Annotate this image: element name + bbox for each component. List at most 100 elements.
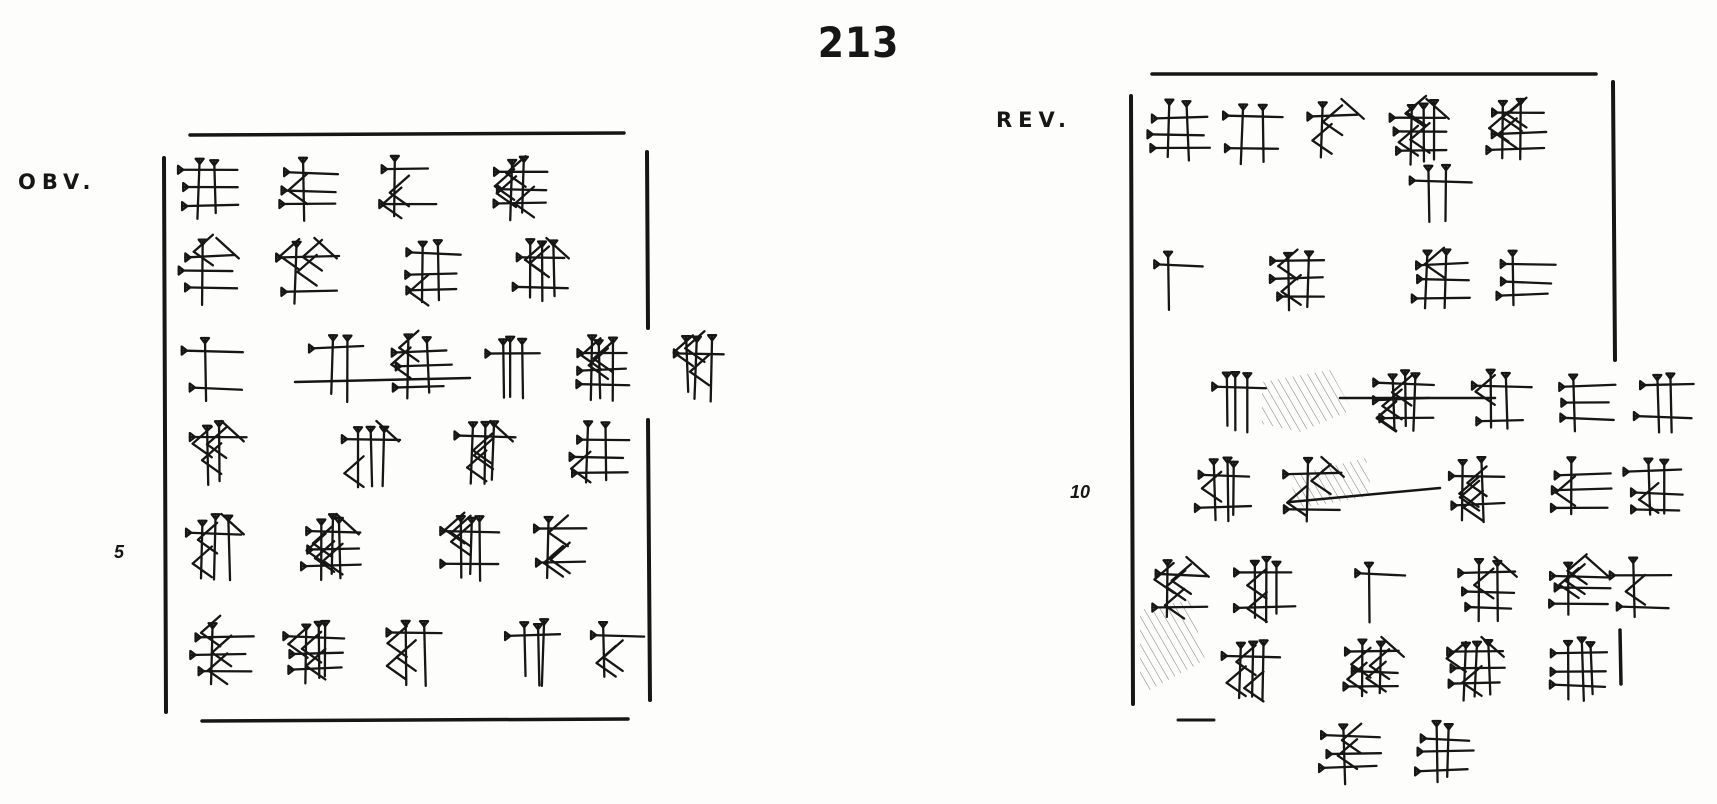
wedge-head	[1221, 371, 1232, 380]
wedge-stroke	[528, 245, 551, 265]
wedge-stroke	[1350, 646, 1372, 666]
wedge-stroke	[602, 639, 624, 659]
wedge-stroke	[343, 455, 365, 475]
wedge-stroke	[570, 471, 629, 475]
wedge-stroke	[1461, 681, 1483, 698]
wedge-stroke	[1277, 248, 1299, 268]
wedge-stroke	[1225, 681, 1247, 698]
wedge-stroke	[513, 185, 536, 205]
wedge-stroke	[394, 363, 453, 368]
wedge-stroke	[200, 238, 204, 307]
wedge-stroke	[293, 376, 472, 384]
wedge-head	[1221, 110, 1230, 121]
wedge-stroke	[1443, 248, 1448, 310]
wedge-stroke	[587, 364, 610, 381]
wedge-head	[1548, 679, 1557, 690]
wedge-head	[1338, 723, 1349, 731]
wedge-stroke	[1615, 605, 1670, 610]
wedge-stroke	[393, 154, 396, 218]
wedge-head	[467, 421, 479, 429]
wedge-head	[1258, 639, 1269, 647]
wedge-head	[1162, 250, 1174, 259]
wedge-head	[1164, 98, 1175, 107]
wedge-stroke	[287, 666, 343, 671]
wedge-stroke	[1166, 250, 1171, 311]
wedge-head	[1549, 666, 1558, 677]
wedge-stroke	[196, 157, 201, 220]
wedge-stroke	[1445, 640, 1468, 660]
wedge-stroke	[288, 651, 344, 656]
wedge-stroke	[1306, 250, 1311, 309]
wedge-stroke	[1395, 148, 1448, 152]
wedge-head	[1464, 601, 1472, 613]
wedge-stroke	[1282, 508, 1341, 512]
wedge-head	[597, 621, 609, 629]
wedge-head	[280, 286, 288, 297]
wedge-head	[1269, 255, 1277, 267]
wedge-stroke	[205, 443, 228, 460]
wedge-head	[342, 334, 353, 343]
wedge-stroke	[205, 426, 228, 446]
wedge-stroke	[1280, 273, 1302, 293]
wedge-stroke	[684, 330, 706, 350]
wedge-stroke	[381, 186, 403, 206]
wedge-stroke	[1246, 590, 1268, 610]
wedge-head	[1181, 100, 1192, 108]
wedge-head	[182, 181, 190, 193]
wedge-head	[1325, 748, 1333, 760]
wedge-stroke	[330, 334, 335, 396]
wedge-stroke	[1368, 664, 1391, 681]
wedge-stroke	[1340, 97, 1365, 120]
wedge-head	[1230, 370, 1241, 379]
wedge-head	[1388, 112, 1397, 123]
wedge-head	[1282, 469, 1290, 480]
wedge-stroke	[1504, 371, 1509, 430]
wedge-head	[418, 619, 430, 628]
wedge-stroke	[1416, 277, 1470, 282]
wedge-head	[516, 337, 528, 346]
wedge-head	[1548, 598, 1556, 609]
wedge-head	[575, 378, 583, 390]
wedge-stroke	[1637, 498, 1660, 514]
wedge-stroke	[1466, 481, 1488, 498]
wedge-stroke	[1493, 555, 1518, 578]
wedge-head	[1475, 416, 1483, 427]
wedge-stroke	[570, 450, 592, 470]
wedge-stroke	[278, 237, 301, 258]
wedge-stroke	[301, 156, 306, 222]
wedge-stroke	[584, 420, 590, 484]
wedge-head	[1208, 458, 1219, 466]
wedge-stroke	[542, 544, 565, 565]
wedge-head	[1162, 559, 1173, 567]
wedge-head	[568, 451, 576, 462]
wedge-stroke	[1250, 640, 1255, 698]
wedge-stroke	[1548, 683, 1607, 688]
wedge-head	[1549, 648, 1558, 659]
wedge-stroke	[450, 523, 472, 543]
wedge-head	[380, 164, 389, 175]
wedge-stroke	[444, 528, 466, 545]
wedge-head	[1497, 99, 1509, 108]
wedge-head	[532, 523, 541, 534]
wedge-stroke	[1558, 583, 1580, 600]
wedge-head	[1550, 485, 1559, 496]
wedge-head	[1233, 567, 1241, 578]
wedge-head	[385, 627, 393, 638]
wedge-head	[1416, 273, 1424, 285]
wedge-stroke	[390, 346, 412, 366]
wedge-stroke	[1423, 263, 1446, 279]
wedge-head	[189, 649, 197, 661]
wedge-stroke	[1638, 382, 1695, 387]
wedge-stroke	[471, 449, 494, 466]
wedge-stroke	[388, 174, 411, 194]
wedge-stroke	[1580, 636, 1585, 702]
wedge-head	[1410, 372, 1421, 380]
wedge-stroke	[1410, 296, 1471, 300]
wedge-head	[582, 420, 594, 428]
wedge-stroke	[542, 561, 565, 578]
wedge-stroke	[545, 515, 550, 580]
wedge-head	[417, 240, 428, 249]
wedge-head	[1499, 258, 1508, 270]
wedge-stroke	[1405, 111, 1428, 127]
wedge-stroke	[184, 253, 237, 259]
